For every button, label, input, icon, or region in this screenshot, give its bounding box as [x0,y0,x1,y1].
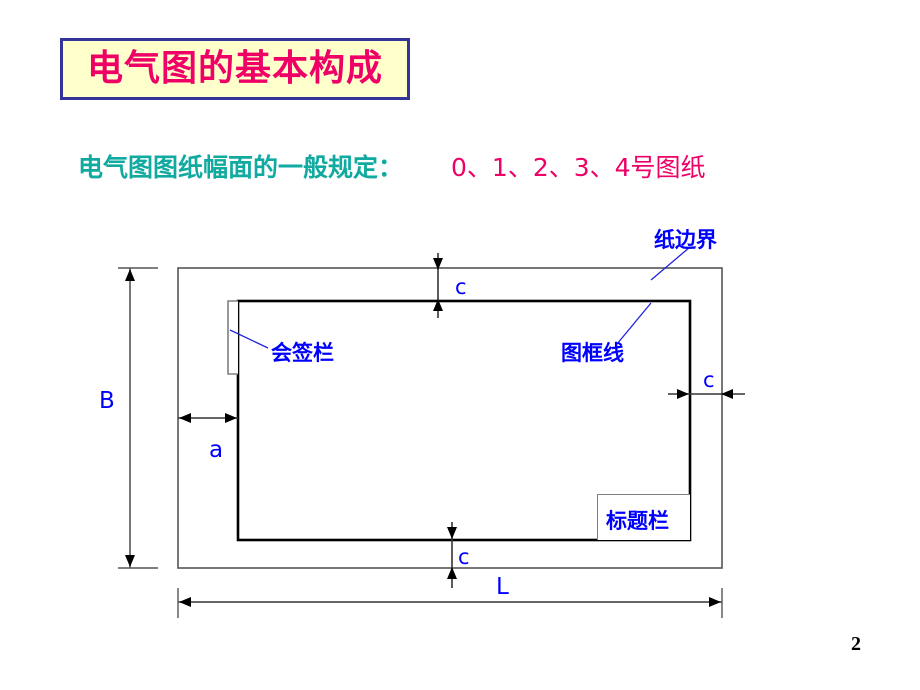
paper-edge-label: 纸边界 [654,228,717,252]
title-block-rect [597,494,690,540]
dimension-label-c-right: c [703,368,715,392]
c-top-arrow-up [433,299,443,311]
frame-line-leader [616,302,652,345]
dimension-label-B: B [99,388,115,414]
L-arrow-left [179,597,191,607]
dimension-label-a: a [209,437,224,463]
dimension-label-L: L [496,574,509,600]
signature-block-rect [227,300,238,375]
subtitle-main-text: 电气图图纸幅面的一般规定： [78,153,404,182]
page-number: 2 [851,633,861,655]
signature-block-label: 会签栏 [271,341,334,365]
subtitle-paper-sizes: 0、1、2、3、4号图纸 [451,153,706,182]
frame-line-label: 图框线 [561,341,624,365]
c-bottom-arrow-up [447,567,457,579]
dimension-label-c-bottom: c [458,545,470,569]
c-right-arrow-right [721,389,733,399]
c-right-arrow-left [677,389,689,399]
a-arrow-left [179,413,191,423]
a-arrow-right [225,413,237,423]
slide-title-box: 电气图的基本构成 [60,38,410,100]
c-bottom-arrow-down [447,527,457,539]
paper-edge-leader [650,246,691,281]
dimension-label-c-top: c [455,275,467,299]
title-block-label: 标题栏 [606,509,669,533]
c-top-arrow-down [433,258,443,270]
B-arrow-bottom [125,555,135,567]
signature-block-leader [229,329,269,349]
L-arrow-right [709,597,721,607]
page-title: 电气图的基本构成 [86,48,383,89]
subtitle-row: 电气图图纸幅面的一般规定： 0、1、2、3、4号图纸 [78,148,706,184]
drawing-frame-rect [236,299,692,542]
B-arrow-top [125,269,135,281]
